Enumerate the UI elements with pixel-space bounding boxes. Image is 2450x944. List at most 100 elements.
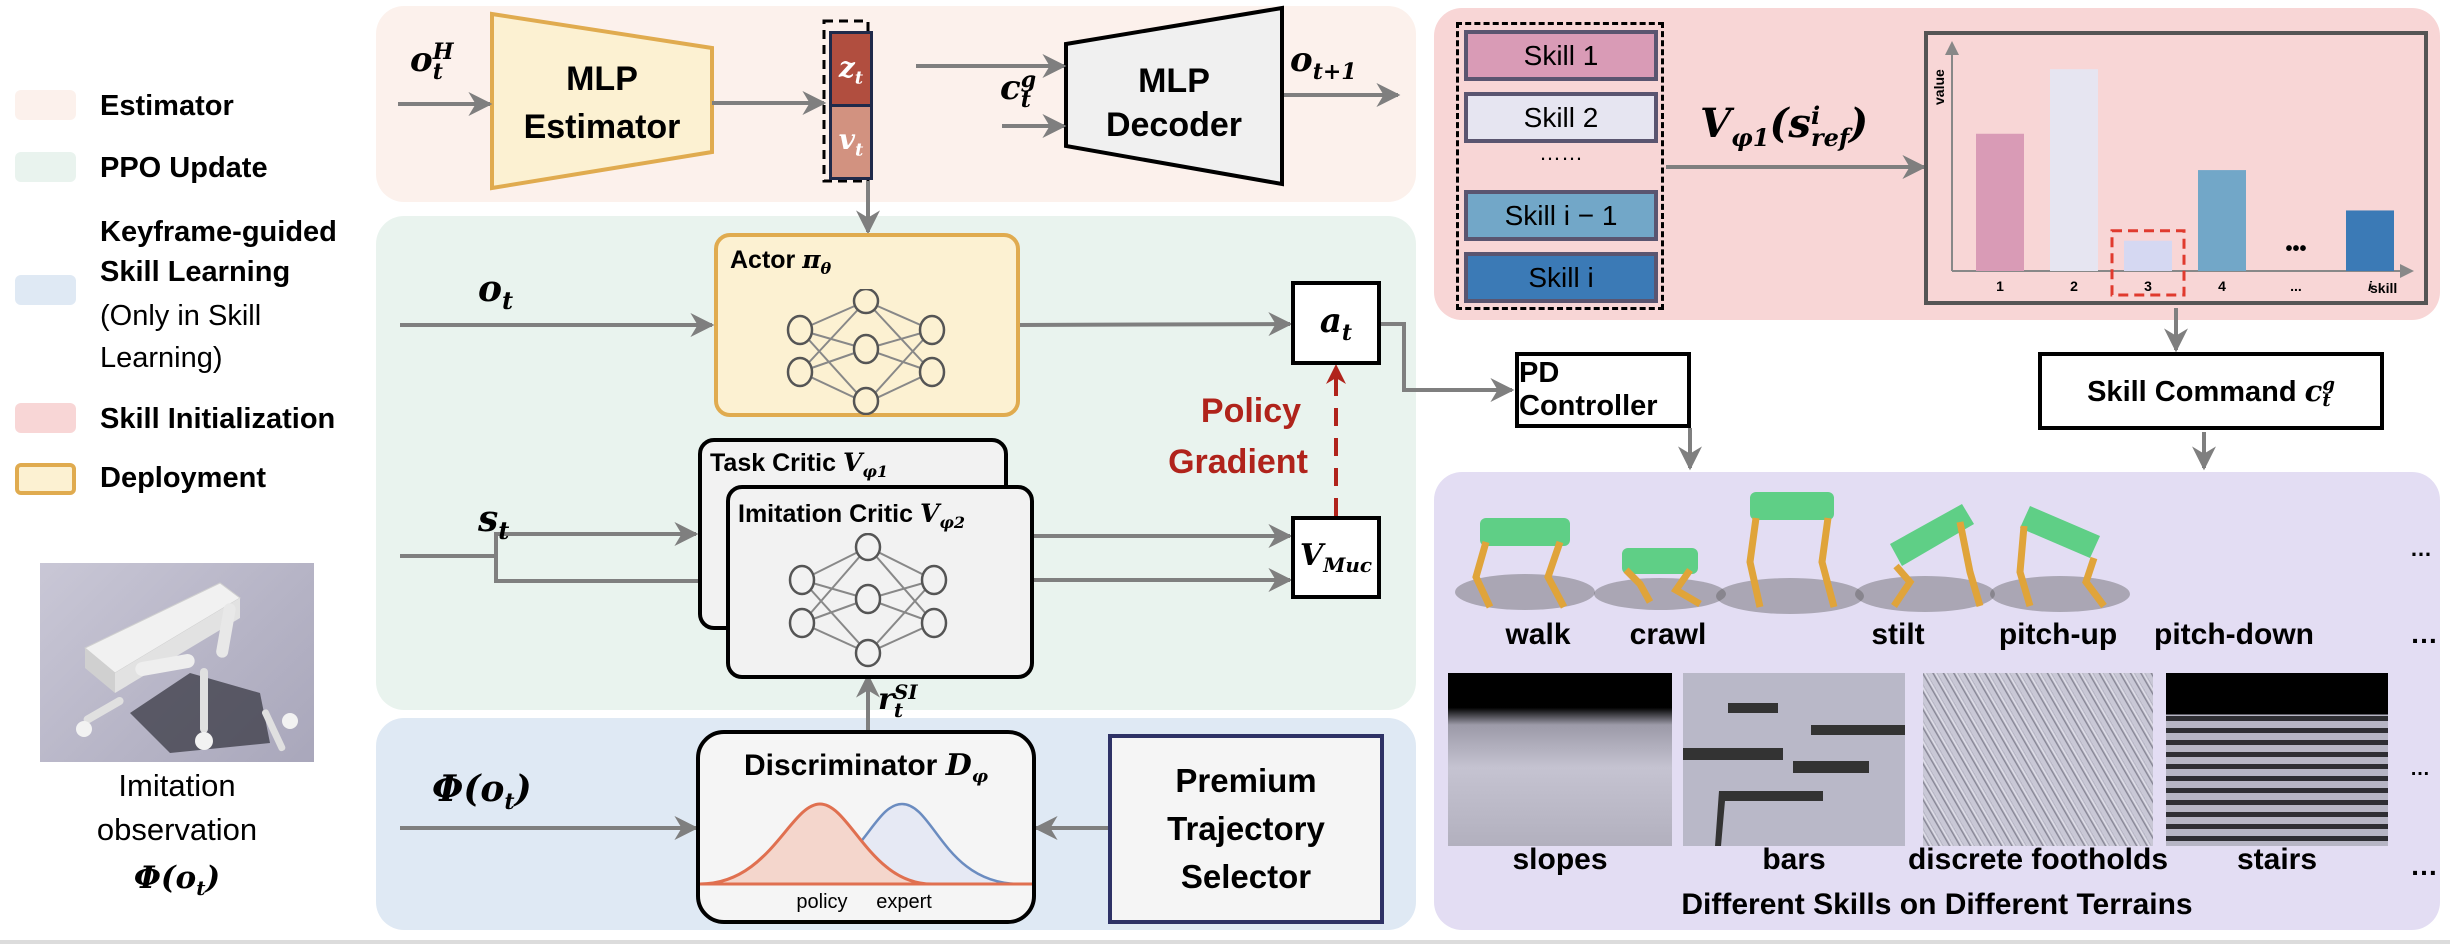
legend-swatch-skill-learning (15, 275, 76, 305)
latent-v-block: vt (829, 104, 873, 180)
skill-list-dashed-box (1456, 22, 1664, 310)
skill-label-pitch-down: pitch-down (2154, 618, 2314, 651)
robot-pitch-up (1855, 504, 1995, 612)
robot-stilt (1716, 492, 1864, 614)
latent-z-label: zt (838, 51, 864, 89)
legend-label-deployment: Deployment (100, 462, 266, 494)
imitation-robot-image (40, 563, 314, 762)
chart-y-axis-arrow (1945, 41, 1959, 55)
terrain-more-ellipsis: … (2410, 758, 2430, 780)
premium-trajectory-selector: Premium Trajectory Selector (1108, 734, 1384, 924)
terrain-label-stairs: stairs (2236, 843, 2318, 876)
skill-item-i: Skill i (1464, 252, 1658, 303)
legend-swatch-deployment (15, 463, 76, 495)
legend-swatch-ppo (15, 152, 76, 182)
actor-title: Actor πθ (730, 245, 832, 278)
mlp-estimator-label-2: Estimator (523, 108, 681, 146)
terrain-image-stairs (2166, 673, 2388, 846)
value-muc-box: VMuc (1291, 516, 1381, 599)
next-obs-label: ot+1 (1290, 40, 1357, 85)
policy-gradient-label-1: Policy (1200, 392, 1302, 430)
chart-highlight-box (2110, 229, 2186, 297)
imitation-obs-input-label: Φ(ot) (432, 768, 532, 816)
terrain-label-discrete-footholds: discrete footholds (1907, 843, 2169, 876)
mlp-estimator-shape (490, 11, 714, 191)
chart-bar-4 (2198, 170, 2246, 271)
chart-y-label: value (1931, 69, 1947, 105)
legend-swatch-skill-init (15, 403, 76, 433)
state-label: st (478, 498, 510, 546)
chart-tick-2: 2 (2070, 278, 2078, 294)
bottom-border (0, 940, 2450, 944)
robot-walk (1455, 518, 1595, 610)
chart-tick-3: 3 (2144, 278, 2152, 294)
mlp-decoder-label-2: Decoder (1105, 106, 1243, 144)
chart-bar-1 (1976, 133, 2024, 271)
chart-bar-2 (2050, 69, 2098, 271)
skill-item-2: Skill 2 (1464, 92, 1658, 143)
legend-label-ppo: PPO Update (100, 152, 268, 184)
expert-dist-label: expert (876, 891, 932, 913)
critic-nn-icon (788, 533, 948, 668)
pd-controller-label: PD Controller (1519, 357, 1658, 422)
mlp-estimator-label-1: MLP (566, 60, 638, 98)
chart-x-label: skill (2370, 280, 2397, 296)
latent-z-block: zt (829, 31, 873, 109)
terrain-image-slopes (1448, 673, 1672, 846)
actor-nn-icon (786, 289, 946, 415)
chart-tick-i: i (2368, 278, 2373, 294)
skill-item-i-minus-1: Skill i − 1 (1464, 190, 1658, 241)
policy-gradient-label-2: Gradient (1168, 443, 1308, 481)
action-label: at (1319, 300, 1353, 346)
chart-bar-ellipsis: ••• (2285, 238, 2306, 260)
skill-label-ellipsis: … (2410, 618, 2438, 649)
latent-v-label: vt (838, 123, 864, 161)
skill-robots (1455, 492, 2130, 614)
skill-label-walk: walk (1505, 618, 1571, 651)
obs-label: ot (478, 268, 514, 316)
terrain-label-ellipsis: … (2410, 850, 2438, 881)
discriminator: Discriminator Dφ policy expert (696, 730, 1036, 924)
pd-controller-box: PD Controller (1515, 352, 1691, 428)
chart-bar-3 (2124, 240, 2172, 271)
terrain-image-bars (1683, 673, 1905, 846)
mlp-decoder-label-1: MLP (1138, 62, 1210, 100)
legend-label-estimator: Estimator (100, 90, 234, 122)
terrain-label-slopes: slopes (1512, 843, 1608, 876)
legend-label-skill-learning: Keyframe-guided Skill Learning (100, 216, 337, 288)
legend-label-skill-init: Skill Initialization (100, 403, 336, 435)
chart-tick-ellipsis: ... (2290, 278, 2302, 294)
imitation-formula: Φ(ot) (133, 860, 221, 901)
selector-label-2: Trajectory (1167, 810, 1325, 847)
mlp-decoder-shape (1064, 5, 1284, 187)
skill-more-ellipsis: … (2410, 536, 2432, 561)
chart-bar-i (2346, 210, 2394, 271)
task-critic-title: Task Critic Vφ1 (710, 448, 888, 481)
chart-x-axis-arrow (2400, 264, 2414, 278)
imitation-caption-line1: Imitation (118, 768, 236, 803)
imitation-critic-network: Imitation Critic Vφ2 (726, 485, 1034, 679)
skill-label-stilt: stilt (1871, 618, 1925, 651)
skill-label-pitch-up: pitch-up (1998, 618, 2118, 651)
skill-label-crawl: crawl (1629, 618, 1707, 651)
imitation-critic-title: Imitation Critic Vφ2 (738, 499, 965, 532)
policy-dist-label: policy (796, 891, 848, 913)
terrain-image-discrete-footholds (1923, 673, 2153, 846)
action-box: at (1291, 281, 1381, 365)
robot-pitch-down (1990, 506, 2130, 612)
value-muc-label: VMuc (1299, 538, 1373, 577)
terrain-label-bars: bars (1762, 843, 1826, 876)
imitation-caption-line2: observation (96, 812, 258, 847)
legend-swatch-estimator (15, 90, 76, 120)
selector-label-3: Selector (1180, 858, 1312, 895)
discriminator-title: Discriminator Dφ (743, 748, 989, 787)
chart-tick-1: 1 (1996, 278, 2004, 294)
robot-crawl (1594, 548, 1726, 610)
skill-list-ellipsis: …… (1539, 140, 1583, 165)
